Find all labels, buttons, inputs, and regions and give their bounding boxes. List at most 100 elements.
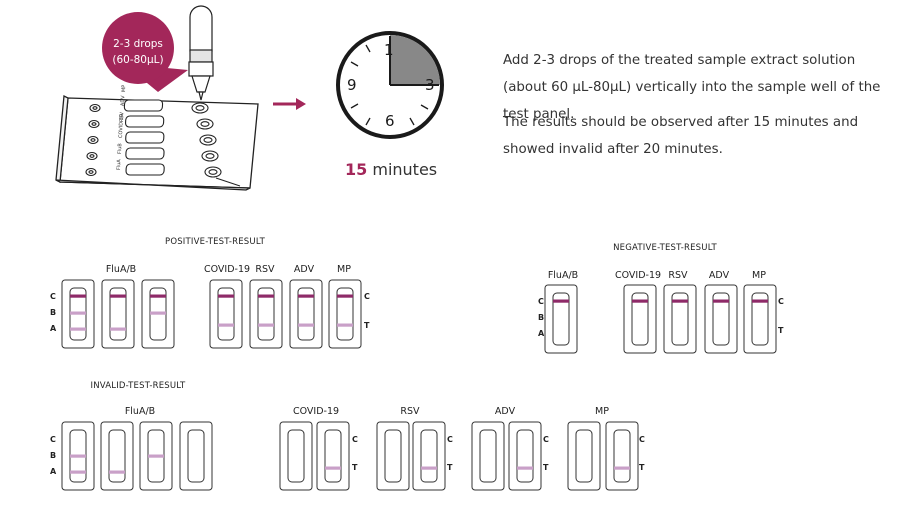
group-label: COVID-19 — [615, 270, 661, 281]
line-letter: T — [447, 463, 453, 472]
result-line — [218, 294, 234, 298]
test-strip — [376, 421, 410, 491]
result-line — [752, 299, 768, 303]
result-line — [109, 470, 125, 474]
result-line — [337, 294, 353, 298]
line-letter: T — [364, 321, 370, 330]
line-letter: C — [50, 435, 56, 444]
result-line — [614, 466, 630, 470]
test-strip — [101, 279, 135, 349]
line-letter: A — [538, 329, 545, 338]
test-strip — [316, 421, 350, 491]
line-letter: C — [447, 435, 453, 444]
result-line — [70, 470, 86, 474]
result-line — [258, 294, 274, 298]
result-line — [298, 294, 314, 298]
line-letter: C — [639, 435, 645, 444]
group-label: ADV — [294, 264, 315, 275]
clock-number-6: 6 — [385, 112, 395, 130]
group-label: COVID-19 — [204, 264, 250, 275]
test-strip — [179, 421, 213, 491]
group-label: RSV — [400, 406, 420, 417]
group-label: MP — [337, 264, 351, 275]
line-letter: B — [50, 451, 56, 460]
result-line — [70, 294, 86, 298]
line-letter: C — [778, 297, 784, 306]
result-line — [150, 294, 166, 298]
group-label: ADV — [495, 406, 516, 417]
result-line — [70, 454, 86, 458]
test-strip — [289, 279, 323, 349]
line-letter: C — [543, 435, 549, 444]
instruction-paragraph-2: The results should be observed after 15 … — [503, 115, 859, 157]
test-strip — [743, 284, 777, 354]
line-letter: T — [639, 463, 645, 472]
result-line — [517, 466, 533, 470]
test-strip — [704, 284, 738, 354]
test-strip — [544, 284, 578, 354]
line-letter: C — [352, 435, 358, 444]
instruction-paragraph-1: Add 2-3 drops of the treated sample extr… — [503, 53, 881, 122]
drops-callout — [102, 12, 188, 92]
result-line — [110, 327, 126, 331]
result-line — [110, 294, 126, 298]
result-line — [325, 466, 341, 470]
test-strip — [412, 421, 446, 491]
dropper-icon — [188, 5, 214, 101]
test-strip — [328, 279, 362, 349]
line-letter: T — [543, 463, 549, 472]
test-strip — [249, 279, 283, 349]
test-strip — [100, 421, 134, 491]
test-strip — [141, 279, 175, 349]
test-strip — [61, 279, 95, 349]
line-letter: A — [50, 467, 57, 476]
line-letter: T — [352, 463, 358, 472]
result-line — [632, 299, 648, 303]
result-line — [218, 323, 234, 327]
test-strip — [508, 421, 542, 491]
sample-wells — [191, 102, 222, 178]
result-line — [148, 454, 164, 458]
result-line — [298, 323, 314, 327]
result-line — [553, 299, 569, 303]
group-label: FluA/B — [125, 406, 155, 417]
result-line — [70, 311, 86, 315]
clock-number-9: 9 — [347, 76, 357, 94]
line-letter: C — [538, 297, 544, 306]
line-letter: A — [50, 324, 57, 333]
section-title: INVALID-TEST-RESULT — [91, 381, 187, 391]
line-letter: B — [50, 308, 56, 317]
panel-wells — [85, 103, 101, 177]
clock-caption: 15 minutes — [345, 160, 437, 179]
group-label: FluA/B — [548, 270, 578, 281]
test-strip — [209, 279, 243, 349]
section-title: POSITIVE-TEST-RESULT — [165, 237, 266, 247]
panel-windows — [123, 99, 165, 176]
clock-number-3: 3 — [425, 76, 435, 94]
group-label: MP — [595, 406, 609, 417]
group-label: FluA/B — [106, 264, 136, 275]
line-letter: T — [778, 326, 784, 335]
result-line — [421, 466, 437, 470]
result-line — [337, 323, 353, 327]
clock-number-1: 1 — [384, 41, 394, 59]
test-strip — [663, 284, 697, 354]
group-label: RSV — [668, 270, 688, 281]
line-letter: C — [50, 292, 56, 301]
line-letter: B — [538, 313, 544, 322]
clock-icon: 1 3 6 9 — [336, 31, 444, 139]
test-strip — [279, 421, 313, 491]
arrow-right-icon — [273, 98, 306, 110]
section-title: NEGATIVE-TEST-RESULT — [613, 243, 717, 253]
test-strip — [471, 421, 505, 491]
callout-line-1: 2-3 drops — [113, 38, 163, 50]
group-label: COVID-19 — [293, 406, 339, 417]
test-strip — [623, 284, 657, 354]
test-strip — [61, 421, 95, 491]
test-strip — [605, 421, 639, 491]
test-strip — [567, 421, 601, 491]
group-label: ADV — [709, 270, 730, 281]
result-line — [70, 327, 86, 331]
test-strip — [139, 421, 173, 491]
